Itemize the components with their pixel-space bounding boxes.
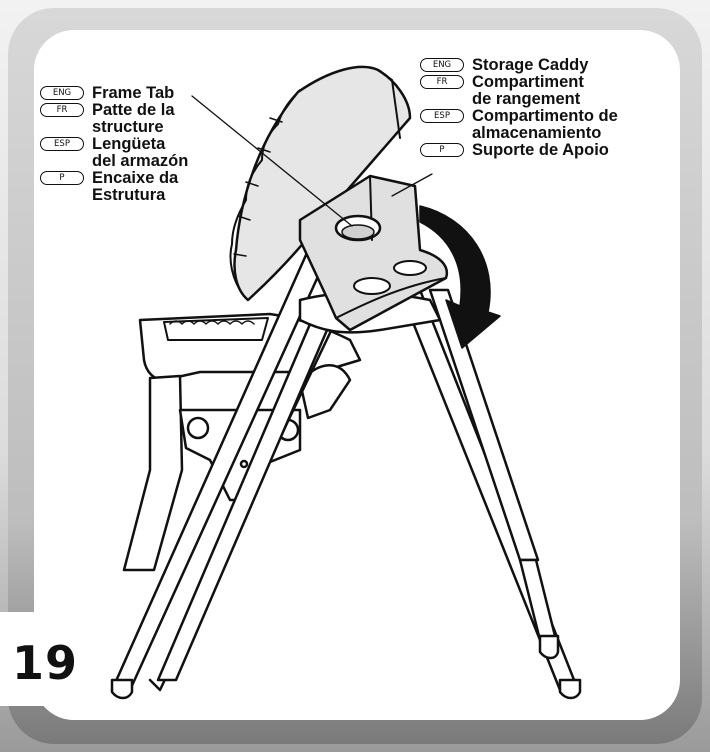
- lang-badge: P: [40, 171, 84, 185]
- lang-badge: ESP: [420, 109, 464, 123]
- leg-bracket: [122, 374, 184, 572]
- callout-fr-cont: structure: [92, 118, 164, 136]
- callout-esp-cont: almacenamiento: [472, 124, 602, 142]
- lang-badge: ENG: [40, 86, 84, 100]
- lang-badge: FR: [40, 103, 84, 117]
- lang-badge: ESP: [40, 137, 84, 151]
- lang-badge: FR: [420, 75, 464, 89]
- callout-esp-cont: del armazón: [92, 152, 189, 170]
- caddy-leader-line: [391, 173, 433, 197]
- page-number: 19: [12, 636, 79, 690]
- page-number-box: [0, 612, 94, 706]
- rotate-arrow-icon: [419, 205, 501, 349]
- seat-pad: [233, 65, 412, 302]
- frame-tab-leader-line: [191, 95, 353, 227]
- callout-p-cont: Estrutura: [92, 186, 166, 204]
- callout-fr-cont: de rangement: [472, 90, 581, 108]
- lang-badge: ENG: [420, 58, 464, 72]
- lang-badge: P: [420, 143, 464, 157]
- front-leg: [110, 244, 332, 692]
